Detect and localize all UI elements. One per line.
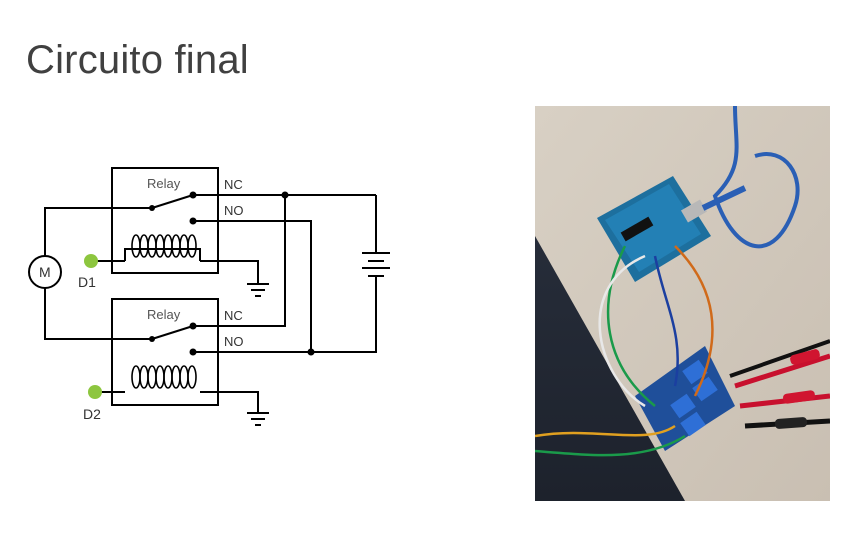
- battery-symbol: [362, 252, 390, 277]
- ground-symbol-bottom: [247, 412, 269, 426]
- slide-title: Circuito final: [26, 38, 249, 82]
- d1-label: D1: [78, 274, 96, 290]
- nc-top-label: NC: [224, 177, 243, 192]
- d2-pin: [88, 385, 102, 399]
- wire-motor-top: [44, 207, 152, 256]
- d1-pin: [84, 254, 98, 268]
- motor-label: M: [39, 264, 51, 280]
- relay-module: [635, 346, 735, 451]
- photo-illustration: [535, 106, 830, 501]
- nc-bottom-label: NC: [224, 308, 243, 323]
- coil-bottom: [131, 365, 197, 389]
- d2-label: D2: [83, 406, 101, 422]
- hardware-photo: [535, 106, 830, 501]
- coil-top: [131, 234, 197, 258]
- ground-symbol-top: [247, 283, 269, 297]
- wire-motor-bottom: [44, 288, 152, 340]
- relay-top-label: Relay: [147, 176, 181, 191]
- no-top-label: NO: [224, 203, 244, 218]
- no-bottom-label: NO: [224, 334, 244, 349]
- relay-bottom-label: Relay: [147, 307, 181, 322]
- arduino-board: [597, 176, 711, 282]
